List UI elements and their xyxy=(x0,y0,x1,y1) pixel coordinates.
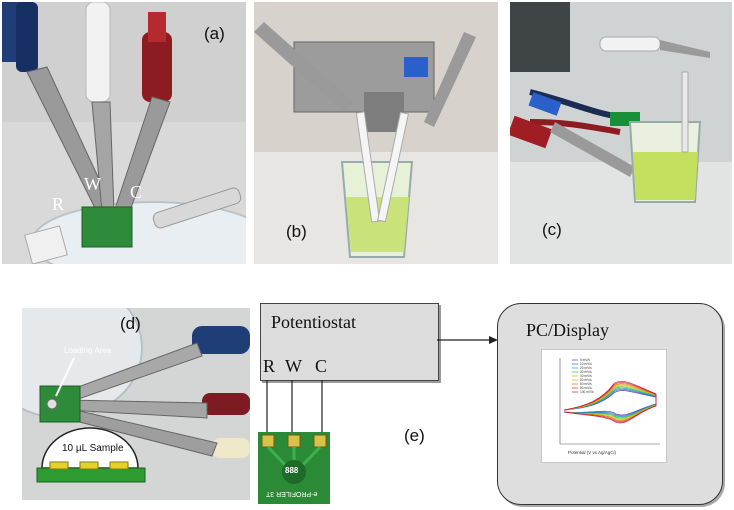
cv-legend-label: 40 mV/s xyxy=(580,374,592,378)
potentiostat-label: Potentiostat xyxy=(271,312,356,332)
cv-legend-label: 60 mV/s xyxy=(580,382,592,386)
cv-legend-label: 50 mV/s xyxy=(580,378,592,382)
cv-legend-label: 20 mV/s xyxy=(580,366,592,370)
potentiostat-electrode-w: W xyxy=(285,356,302,376)
cv-axes xyxy=(559,358,660,445)
cv-xlabel: Potential (V vs Ag/AgCl) xyxy=(568,450,617,455)
photo-b: (b) xyxy=(254,2,498,264)
potentiostat-box: Potentiostat R W C xyxy=(260,303,439,381)
cv-legend-label: 80 mV/s xyxy=(580,386,592,390)
photo-c: (c) xyxy=(510,2,732,264)
photo-d: (d) Loading Area 10 µL Sample xyxy=(22,308,250,500)
sample-volume-label: 10 µL Sample xyxy=(62,443,124,454)
panel-b-label: (b) xyxy=(286,222,307,241)
panel-a-electrode-c: C xyxy=(130,182,143,202)
sensor-chip: 888 e-PROFILER 3T xyxy=(258,432,330,504)
panel-a-electrode-r: R xyxy=(52,194,65,214)
cv-legend-label: 100 mV/s xyxy=(580,390,594,394)
photo-a: (a) R W C xyxy=(2,2,246,264)
chip-code: 888 xyxy=(285,466,299,475)
panel-a-label: (a) xyxy=(204,24,225,43)
panel-d-label: (d) xyxy=(120,314,141,333)
panel-c-label: (c) xyxy=(542,220,562,239)
potentiostat-electrode-r: R xyxy=(263,356,276,376)
panel-e-label: (e) xyxy=(404,426,425,445)
loading-area-label: Loading Area xyxy=(64,346,112,355)
panel-a-electrode-w: W xyxy=(84,174,101,194)
cv-plot-svg: 5 mV/s10 mV/s20 mV/s30 mV/s40 mV/s50 mV/… xyxy=(559,358,660,445)
display-label: PC/Display xyxy=(526,320,610,340)
cv-legend-label: 5 mV/s xyxy=(580,358,590,362)
potentiostat-electrode-c: C xyxy=(315,356,328,376)
cv-legend-label: 30 mV/s xyxy=(580,370,592,374)
cv-legend-label: 10 mV/s xyxy=(580,362,592,366)
cv-curve xyxy=(563,380,657,424)
chip-label: e-PROFILER 3T xyxy=(266,490,318,497)
